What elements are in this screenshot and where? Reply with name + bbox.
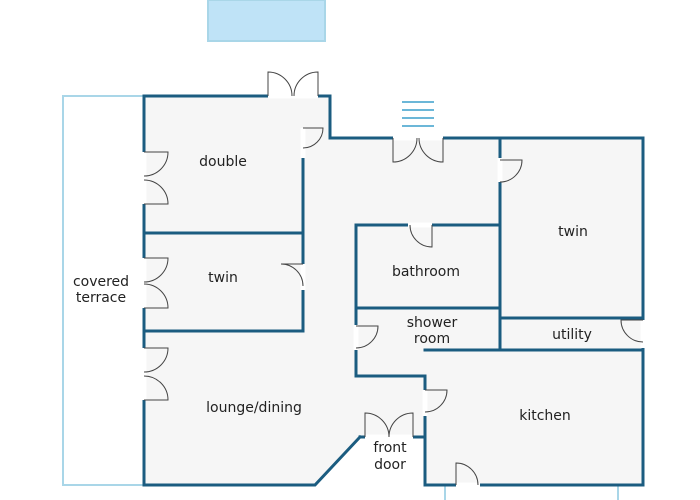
label-twin-left: twin <box>208 270 238 286</box>
label-twin-right: twin <box>558 224 588 240</box>
covered-terrace-outline <box>62 95 619 500</box>
label-covered: covered <box>73 274 129 290</box>
label-room: room <box>414 331 450 347</box>
label-kitchen: kitchen <box>519 408 571 424</box>
label-door: door <box>374 457 406 473</box>
label-shower: shower <box>407 315 458 331</box>
room-labels: double twin covered terrace lounge/dinin… <box>73 154 592 473</box>
door-swings <box>143 71 644 486</box>
pool <box>207 0 326 42</box>
label-front: front <box>373 440 407 456</box>
door-gaps <box>141 93 646 488</box>
label-lounge-dining: lounge/dining <box>206 400 302 416</box>
label-bathroom: bathroom <box>392 264 460 280</box>
label-terrace: terrace <box>76 290 126 306</box>
walls <box>142 94 645 487</box>
floor-fill <box>144 96 643 485</box>
label-utility: utility <box>552 327 592 343</box>
label-double: double <box>199 154 247 170</box>
steps <box>402 101 434 127</box>
